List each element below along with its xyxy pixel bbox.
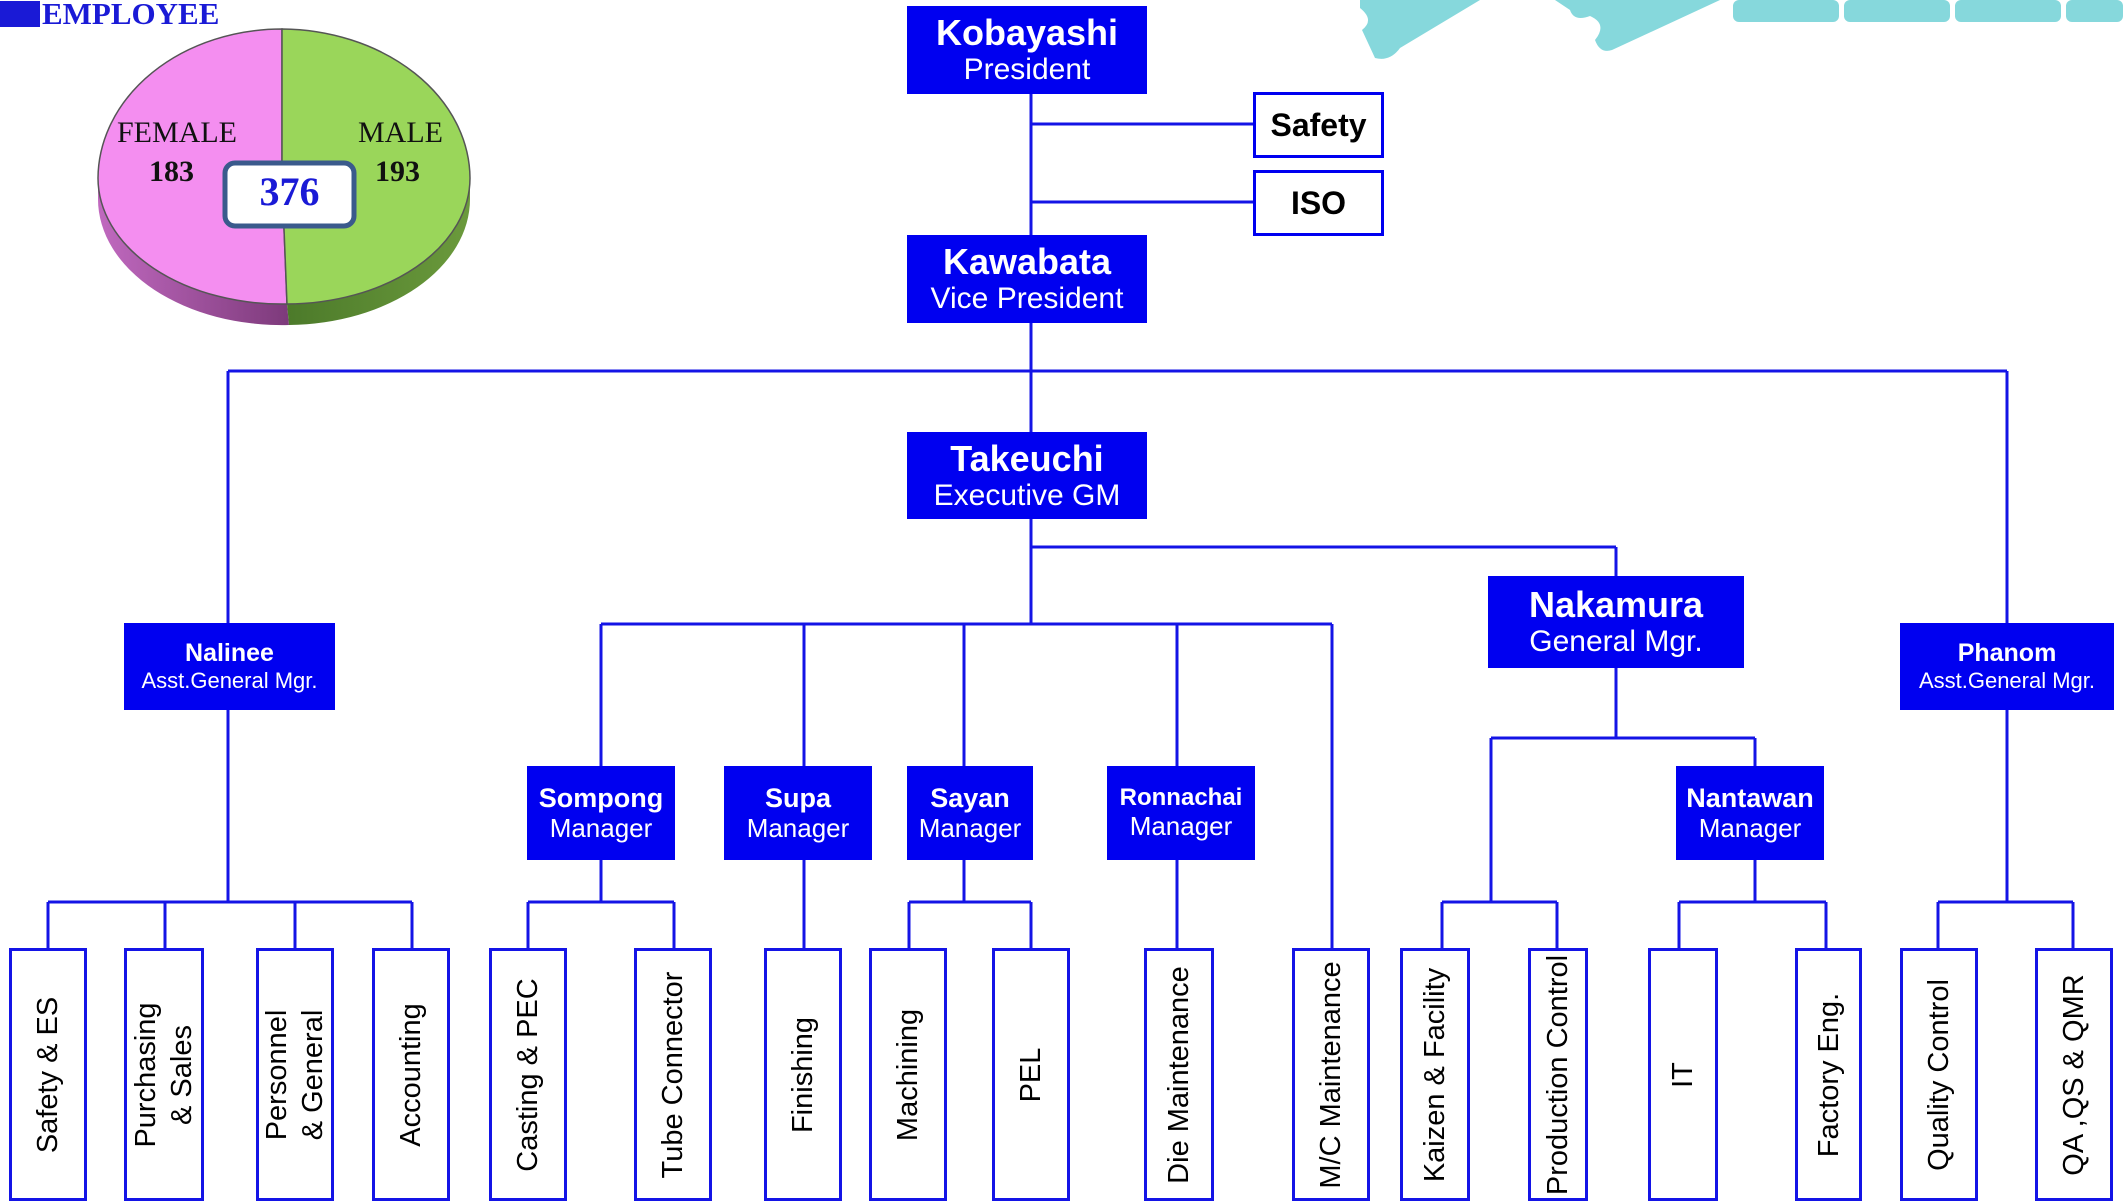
phanom-role: Asst.General Mgr. — [1918, 668, 2096, 694]
president-box: Kobayashi President — [907, 6, 1147, 94]
dept-label: Die Maintenance — [1162, 965, 1195, 1184]
male-label: MALE — [358, 116, 443, 149]
employee-title-text: EMPLOYEE — [42, 0, 220, 31]
dept-qa-qs-qmr: QA ,QS & QMR — [2035, 948, 2113, 1201]
dept-safety-es: Safety & ES — [9, 948, 87, 1201]
dept-label: Production Control — [1541, 954, 1574, 1195]
female-label: FEMALE — [117, 116, 237, 149]
dept-label: Tube Connector — [656, 971, 689, 1178]
sayan-box: Sayan Manager — [907, 766, 1033, 860]
pie-slice-male — [281, 28, 471, 305]
supa-name: Supa — [764, 782, 831, 813]
vice-president-box: Kawabata Vice President — [907, 235, 1147, 323]
dept-label: Accounting — [394, 1002, 427, 1147]
dept-tube-connector: Tube Connector — [634, 948, 712, 1201]
dept-accounting: Accounting — [372, 948, 450, 1201]
dept-label: Factory Eng. — [1812, 992, 1845, 1157]
dept-die-maintenance: Die Maintenance — [1144, 948, 1214, 1201]
phanom-name: Phanom — [1957, 639, 2057, 668]
dept-pel: PEL — [992, 948, 1070, 1201]
ronnachai-role: Manager — [1129, 810, 1233, 841]
dept-label: Safety & ES — [31, 996, 64, 1153]
dept-finishing: Finishing — [764, 948, 842, 1201]
dept-label: IT — [1666, 1061, 1699, 1088]
sayan-name: Sayan — [930, 782, 1010, 813]
dept-label: QA ,QS & QMR — [2057, 973, 2090, 1176]
dept-label: Machining — [891, 1008, 924, 1141]
nantawan-box: Nantawan Manager — [1676, 766, 1824, 860]
dept-label: Finishing — [786, 1016, 819, 1133]
dept-kaizen-facility: Kaizen & Facility — [1400, 948, 1470, 1201]
dept-label: Casting & PEC — [511, 977, 544, 1172]
dept-label: PEL — [1014, 1047, 1047, 1102]
ronnachai-name: Ronnachai — [1119, 784, 1243, 812]
safety-label: Safety — [1270, 106, 1367, 143]
male-count: 193 — [375, 155, 420, 188]
sompong-name: Sompong — [538, 782, 664, 813]
executive-gm-box: Takeuchi Executive GM — [907, 432, 1147, 519]
sompong-role: Manager — [549, 812, 653, 843]
dept-quality-control: Quality Control — [1900, 948, 1978, 1201]
female-count: 183 — [149, 155, 194, 188]
iso-box: ISO — [1253, 170, 1384, 236]
total-badge-box — [222, 160, 357, 229]
supa-box: Supa Manager — [724, 766, 872, 860]
title-accent-bar — [0, 1, 40, 27]
dept-label: Personnel & General — [260, 1009, 329, 1140]
safety-box: Safety — [1253, 92, 1384, 158]
dept-label: M/C Maintenance — [1314, 960, 1347, 1189]
phanom-box: Phanom Asst.General Mgr. — [1900, 623, 2114, 710]
iso-label: ISO — [1290, 184, 1347, 221]
dept-casting-pec: Casting & PEC — [489, 948, 567, 1201]
nalinee-box: Nalinee Asst.General Mgr. — [124, 623, 335, 710]
general-mgr-box: Nakamura General Mgr. — [1488, 576, 1744, 668]
employee-title: EMPLOYEE — [0, 0, 220, 31]
supa-role: Manager — [746, 812, 850, 843]
sayan-role: Manager — [918, 812, 1022, 843]
dept-label: Quality Control — [1922, 978, 1955, 1171]
executive-gm-name: Takeuchi — [950, 437, 1104, 479]
nantawan-role: Manager — [1698, 812, 1802, 843]
dept-label: Purchasing & Sales — [129, 1001, 198, 1148]
pie-male-side — [287, 178, 471, 325]
dept-factory-eng: Factory Eng. — [1795, 948, 1862, 1201]
dept-personnel-general: Personnel & General — [256, 948, 334, 1201]
vice-president-name: Kawabata — [942, 241, 1112, 283]
ronnachai-box: Ronnachai Manager — [1107, 766, 1255, 860]
executive-gm-role: Executive GM — [933, 478, 1121, 512]
dept-machining: Machining — [869, 948, 947, 1201]
vice-president-role: Vice President — [930, 282, 1124, 316]
pie-slice-female — [97, 28, 288, 305]
sompong-box: Sompong Manager — [527, 766, 675, 860]
dept-mc-maintenance: M/C Maintenance — [1292, 948, 1370, 1201]
dept-label: Kaizen & Facility — [1418, 967, 1451, 1182]
president-name: Kobayashi — [935, 12, 1119, 54]
general-mgr-role: General Mgr. — [1529, 625, 1703, 659]
dept-it: IT — [1648, 948, 1718, 1201]
pie-female-side — [97, 178, 290, 326]
general-mgr-name: Nakamura — [1528, 584, 1704, 626]
dept-production-control: Production Control — [1528, 948, 1588, 1201]
president-role: President — [963, 53, 1091, 87]
nalinee-name: Nalinee — [185, 639, 274, 668]
nantawan-name: Nantawan — [1686, 782, 1814, 813]
dept-purchasing-sales: Purchasing & Sales — [124, 948, 204, 1201]
employee-total: 376 — [259, 169, 320, 214]
nalinee-role: Asst.General Mgr. — [141, 668, 318, 694]
